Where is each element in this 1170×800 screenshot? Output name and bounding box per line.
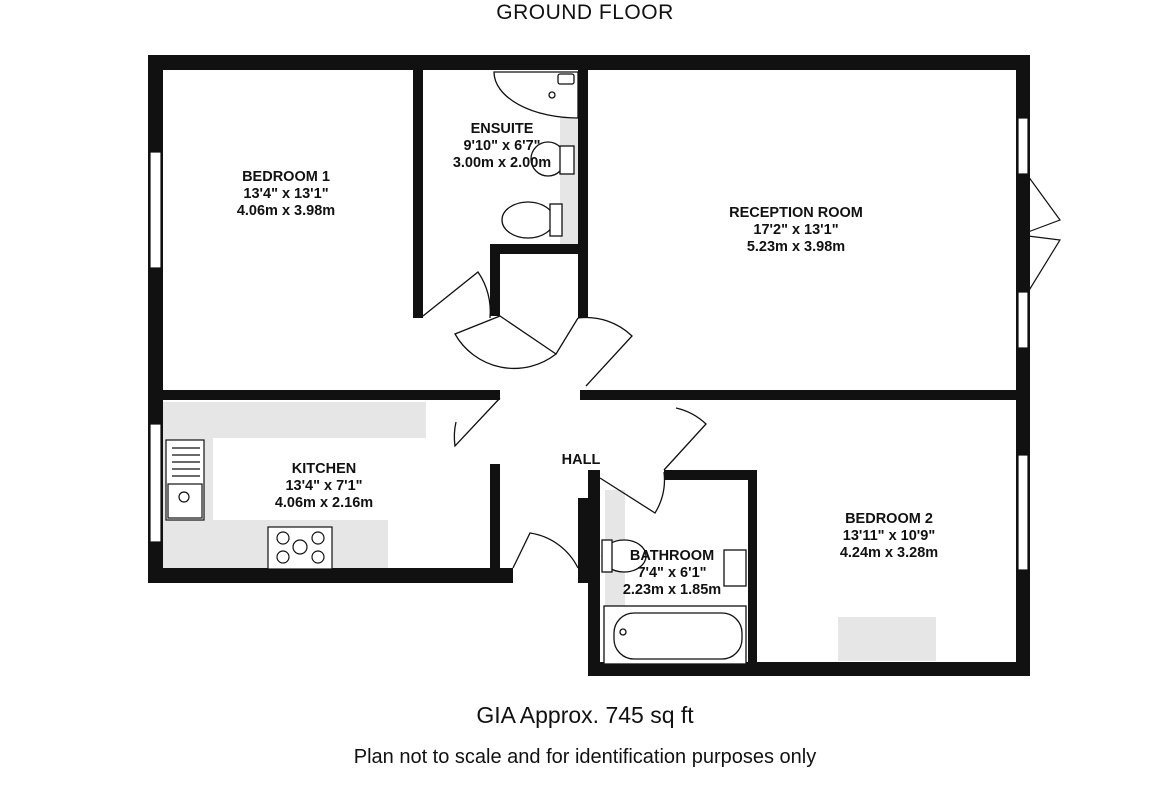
wall-bathroom-top [664, 470, 756, 480]
window-bedroom2 [1017, 454, 1029, 571]
room-metric: 4.06m x 2.16m [274, 495, 374, 511]
wall-bathroom-right [748, 470, 757, 676]
wall-bathroom-left [588, 470, 600, 676]
room-label-bedroom1: BEDROOM 1 13'4" x 13'1" 4.06m x 3.98m [200, 169, 372, 220]
room-metric: 4.06m x 3.98m [236, 203, 336, 219]
room-name: BATHROOM [629, 548, 715, 564]
window-kitchen [149, 423, 162, 543]
window-bedroom1 [149, 151, 162, 269]
room-metric: 5.23m x 3.98m [746, 239, 846, 255]
disclaimer: Plan not to scale and for identification… [353, 746, 817, 768]
room-name: HALL [561, 452, 601, 468]
wall-kitchen-hall [490, 464, 500, 583]
room-name: KITCHEN [291, 461, 357, 477]
room-label-hall: HALL [540, 452, 622, 469]
room-metric: 3.00m x 2.00m [452, 155, 552, 171]
french-doors [1027, 175, 1061, 293]
ensuite-toilet [501, 201, 555, 239]
window-reception-upper [1017, 117, 1029, 175]
wall-bed1-ensuite [413, 66, 423, 318]
room-imperial: 9'10" x 6'7" [463, 138, 541, 154]
window-reception-lower [1017, 291, 1029, 349]
kitchen-fixtures [165, 439, 333, 570]
room-metric: 4.24m x 3.28m [839, 545, 939, 561]
wall-ensuite-bottom [490, 244, 588, 254]
room-imperial: 13'4" x 7'1" [285, 478, 363, 494]
walls [148, 55, 1030, 676]
room-imperial: 13'4" x 13'1" [243, 186, 329, 202]
door-swings [422, 271, 707, 569]
room-label-bathroom: BATHROOM 7'4" x 6'1" 2.23m x 1.85m [596, 548, 748, 599]
room-imperial: 17'2" x 13'1" [753, 222, 839, 238]
bathroom-fixtures [601, 539, 747, 665]
room-label-bedroom2: BEDROOM 2 13'11" x 10'9" 4.24m x 3.28m [800, 511, 978, 562]
bedroom2-wardrobe [838, 617, 936, 661]
floor-title: GROUND FLOOR [496, 1, 674, 24]
wall-bottom-left [148, 568, 513, 583]
wall-hall-stub [490, 244, 500, 316]
ensuite-fixtures [493, 71, 579, 239]
shower-enclosure [493, 71, 579, 119]
wall-bottom-right [588, 662, 1030, 676]
wall-ensuite-reception [578, 66, 588, 318]
room-imperial: 7'4" x 6'1" [637, 565, 707, 581]
room-name: ENSUITE [470, 121, 534, 137]
room-name: BEDROOM 1 [242, 169, 330, 185]
wall-top [148, 55, 1030, 70]
wall-hall-lower [578, 498, 590, 583]
room-name: BEDROOM 2 [845, 511, 933, 527]
wall-bed1-kitchen [148, 390, 500, 400]
gross-internal-area: GIA Approx. 745 sq ft [476, 702, 694, 728]
room-metric: 2.23m x 1.85m [622, 582, 722, 598]
room-name: RECEPTION ROOM [729, 205, 863, 221]
room-label-reception: RECEPTION ROOM 17'2" x 13'1" 5.23m x 3.9… [690, 205, 902, 256]
room-label-kitchen: KITCHEN 13'4" x 7'1" 4.06m x 2.16m [238, 461, 410, 512]
bathroom-basin [723, 549, 747, 587]
room-imperial: 13'11" x 10'9" [842, 528, 936, 544]
windows [149, 117, 1029, 571]
wall-reception-bed2 [580, 390, 1030, 400]
room-label-ensuite: ENSUITE 9'10" x 6'7" 3.00m x 2.00m [426, 121, 578, 172]
